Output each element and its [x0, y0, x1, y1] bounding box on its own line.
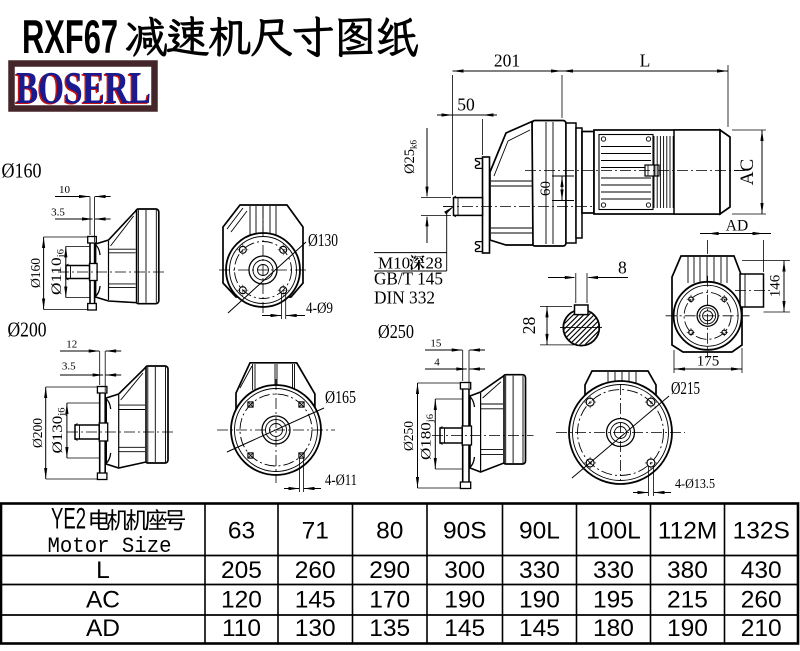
svg-text:146: 146 — [768, 274, 784, 297]
svg-text:130: 130 — [295, 615, 336, 642]
svg-text:Ø200: Ø200 — [31, 418, 46, 448]
svg-text:135: 135 — [369, 615, 410, 642]
svg-text:180: 180 — [593, 615, 634, 642]
svg-text:300: 300 — [444, 557, 485, 584]
svg-text:L: L — [96, 557, 110, 584]
svg-text:12: 12 — [66, 339, 77, 351]
svg-text:175: 175 — [697, 354, 720, 370]
svg-text:90L: 90L — [519, 518, 560, 545]
svg-text:Ø165: Ø165 — [325, 387, 356, 407]
svg-text:Ø110j6: Ø110j6 — [49, 249, 67, 295]
svg-text:8: 8 — [618, 258, 627, 278]
svg-text:Ø160: Ø160 — [2, 159, 42, 183]
svg-text:190: 190 — [519, 587, 560, 614]
svg-text:290: 290 — [369, 557, 410, 584]
svg-text:3.5: 3.5 — [62, 361, 76, 373]
svg-text:260: 260 — [295, 557, 336, 584]
svg-text:Motor Size: Motor Size — [48, 534, 172, 559]
svg-text:63: 63 — [228, 518, 255, 545]
svg-text:205: 205 — [221, 557, 262, 584]
svg-text:L: L — [640, 51, 651, 71]
svg-text:Ø250: Ø250 — [402, 421, 417, 451]
svg-text:DIN 332: DIN 332 — [374, 288, 435, 308]
svg-text:Ø130j6: Ø130j6 — [50, 407, 68, 453]
svg-text:YE2: YE2 — [51, 503, 86, 536]
svg-text:Ø250: Ø250 — [378, 321, 414, 343]
svg-text:AC: AC — [86, 587, 120, 614]
svg-text:AC: AC — [737, 159, 758, 185]
svg-text:110: 110 — [222, 615, 261, 642]
svg-text:GB/T 145: GB/T 145 — [374, 269, 443, 289]
svg-text:80: 80 — [376, 518, 403, 545]
svg-text:190: 190 — [667, 615, 708, 642]
svg-text:15: 15 — [430, 338, 442, 350]
svg-text:260: 260 — [741, 587, 782, 614]
svg-text:71: 71 — [302, 518, 329, 545]
svg-text:330: 330 — [519, 557, 560, 584]
svg-text:112M: 112M — [658, 518, 717, 545]
svg-text:90S: 90S — [443, 518, 487, 545]
svg-text:10: 10 — [59, 184, 71, 196]
svg-text:201: 201 — [494, 51, 520, 71]
svg-text:Ø180j6: Ø180j6 — [419, 414, 437, 460]
svg-text:Ø200: Ø200 — [8, 318, 47, 342]
svg-text:380: 380 — [667, 557, 708, 584]
svg-text:170: 170 — [369, 587, 410, 614]
svg-text:132S: 132S — [733, 518, 790, 545]
svg-text:190: 190 — [444, 587, 485, 614]
svg-text:100L: 100L — [586, 518, 641, 545]
svg-text:330: 330 — [593, 557, 634, 584]
svg-text:4-Ø9: 4-Ø9 — [306, 300, 333, 317]
svg-text:3.5: 3.5 — [51, 207, 65, 219]
svg-text:28: 28 — [519, 317, 539, 335]
svg-text:145: 145 — [444, 615, 485, 642]
svg-text:AD: AD — [726, 218, 748, 235]
svg-text:AD: AD — [86, 615, 120, 642]
svg-text:Ø160: Ø160 — [29, 258, 44, 288]
svg-text:BOSERL: BOSERL — [15, 64, 150, 114]
svg-text:28: 28 — [426, 254, 443, 273]
svg-text:60: 60 — [538, 181, 554, 196]
svg-text:M10: M10 — [378, 254, 410, 273]
svg-text:4-Ø11: 4-Ø11 — [325, 472, 357, 489]
svg-text:145: 145 — [519, 615, 560, 642]
svg-text:RXF67: RXF67 — [22, 10, 118, 63]
svg-text:215: 215 — [667, 587, 708, 614]
svg-text:210: 210 — [741, 615, 782, 642]
svg-text:Ø215: Ø215 — [671, 378, 700, 398]
svg-text:195: 195 — [593, 587, 634, 614]
svg-text:Ø130: Ø130 — [308, 230, 338, 250]
svg-text:4-Ø13.5: 4-Ø13.5 — [675, 477, 715, 492]
svg-text:4: 4 — [434, 357, 440, 369]
svg-text:50: 50 — [457, 95, 475, 115]
svg-text:430: 430 — [741, 557, 782, 584]
svg-text:BOSERL: BOSERL — [16, 63, 151, 113]
svg-text:145: 145 — [295, 587, 336, 614]
svg-text:120: 120 — [221, 587, 262, 614]
